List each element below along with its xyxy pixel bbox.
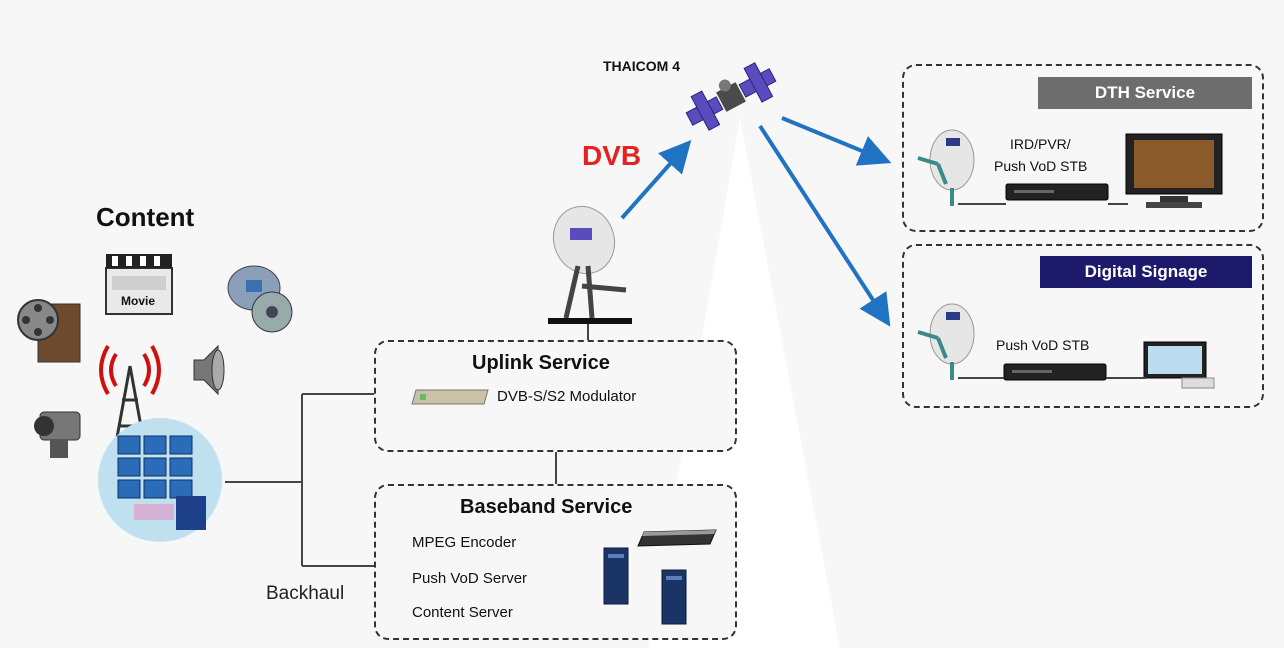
tv-icon — [1125, 133, 1223, 208]
broadcast-tower-icon — [99, 344, 161, 455]
camcorder-icon — [34, 411, 81, 458]
digital-signage-banner: Digital Signage — [1040, 256, 1252, 288]
dth-service-banner: DTH Service — [1038, 77, 1252, 109]
movie-label: Movie — [121, 294, 156, 308]
server-icon — [603, 547, 629, 605]
rack-unit-icon — [637, 529, 717, 547]
dth-device-label-line2: Push VoD STB — [994, 158, 1088, 174]
backhaul-label: Backhaul — [266, 583, 345, 604]
dth-device-label-line1: IRD/PVR/ — [1010, 136, 1071, 152]
dish-icon — [548, 206, 632, 324]
cable-dth — [958, 203, 1128, 205]
dish-icon — [917, 303, 975, 380]
baseband-item-push-vod-server: Push VoD Server — [412, 570, 528, 587]
baseband-item-content-server: Content Server — [412, 604, 513, 621]
baseband-service-title: Baseband Service — [460, 496, 633, 518]
signal-arrows — [620, 116, 892, 327]
cable-signage — [958, 377, 1146, 379]
display-icon — [1143, 341, 1215, 389]
satellite-icon — [685, 62, 777, 131]
film-canister-icon — [227, 265, 293, 333]
clapperboard-icon — [105, 254, 173, 315]
baseband-item-mpeg-encoder: MPEG Encoder — [412, 534, 517, 551]
satellite-label: THAICOM 4 — [603, 58, 680, 74]
uplink-service-title: Uplink Service — [472, 352, 610, 374]
set-top-box-icon — [1005, 183, 1109, 201]
server-icon — [661, 569, 687, 625]
modulator-icon — [411, 389, 489, 405]
dish-icon — [917, 129, 975, 206]
set-top-box-icon — [1003, 363, 1107, 381]
film-reel-icon — [17, 299, 81, 363]
dvb-label: DVB — [582, 140, 642, 171]
signage-device-label: Push VoD STB — [996, 337, 1090, 353]
video-wall-icon — [98, 418, 222, 542]
content-title: Content — [96, 202, 195, 232]
uplink-service-item: DVB-S/S2 Modulator — [497, 388, 637, 405]
speaker-icon — [193, 344, 225, 396]
